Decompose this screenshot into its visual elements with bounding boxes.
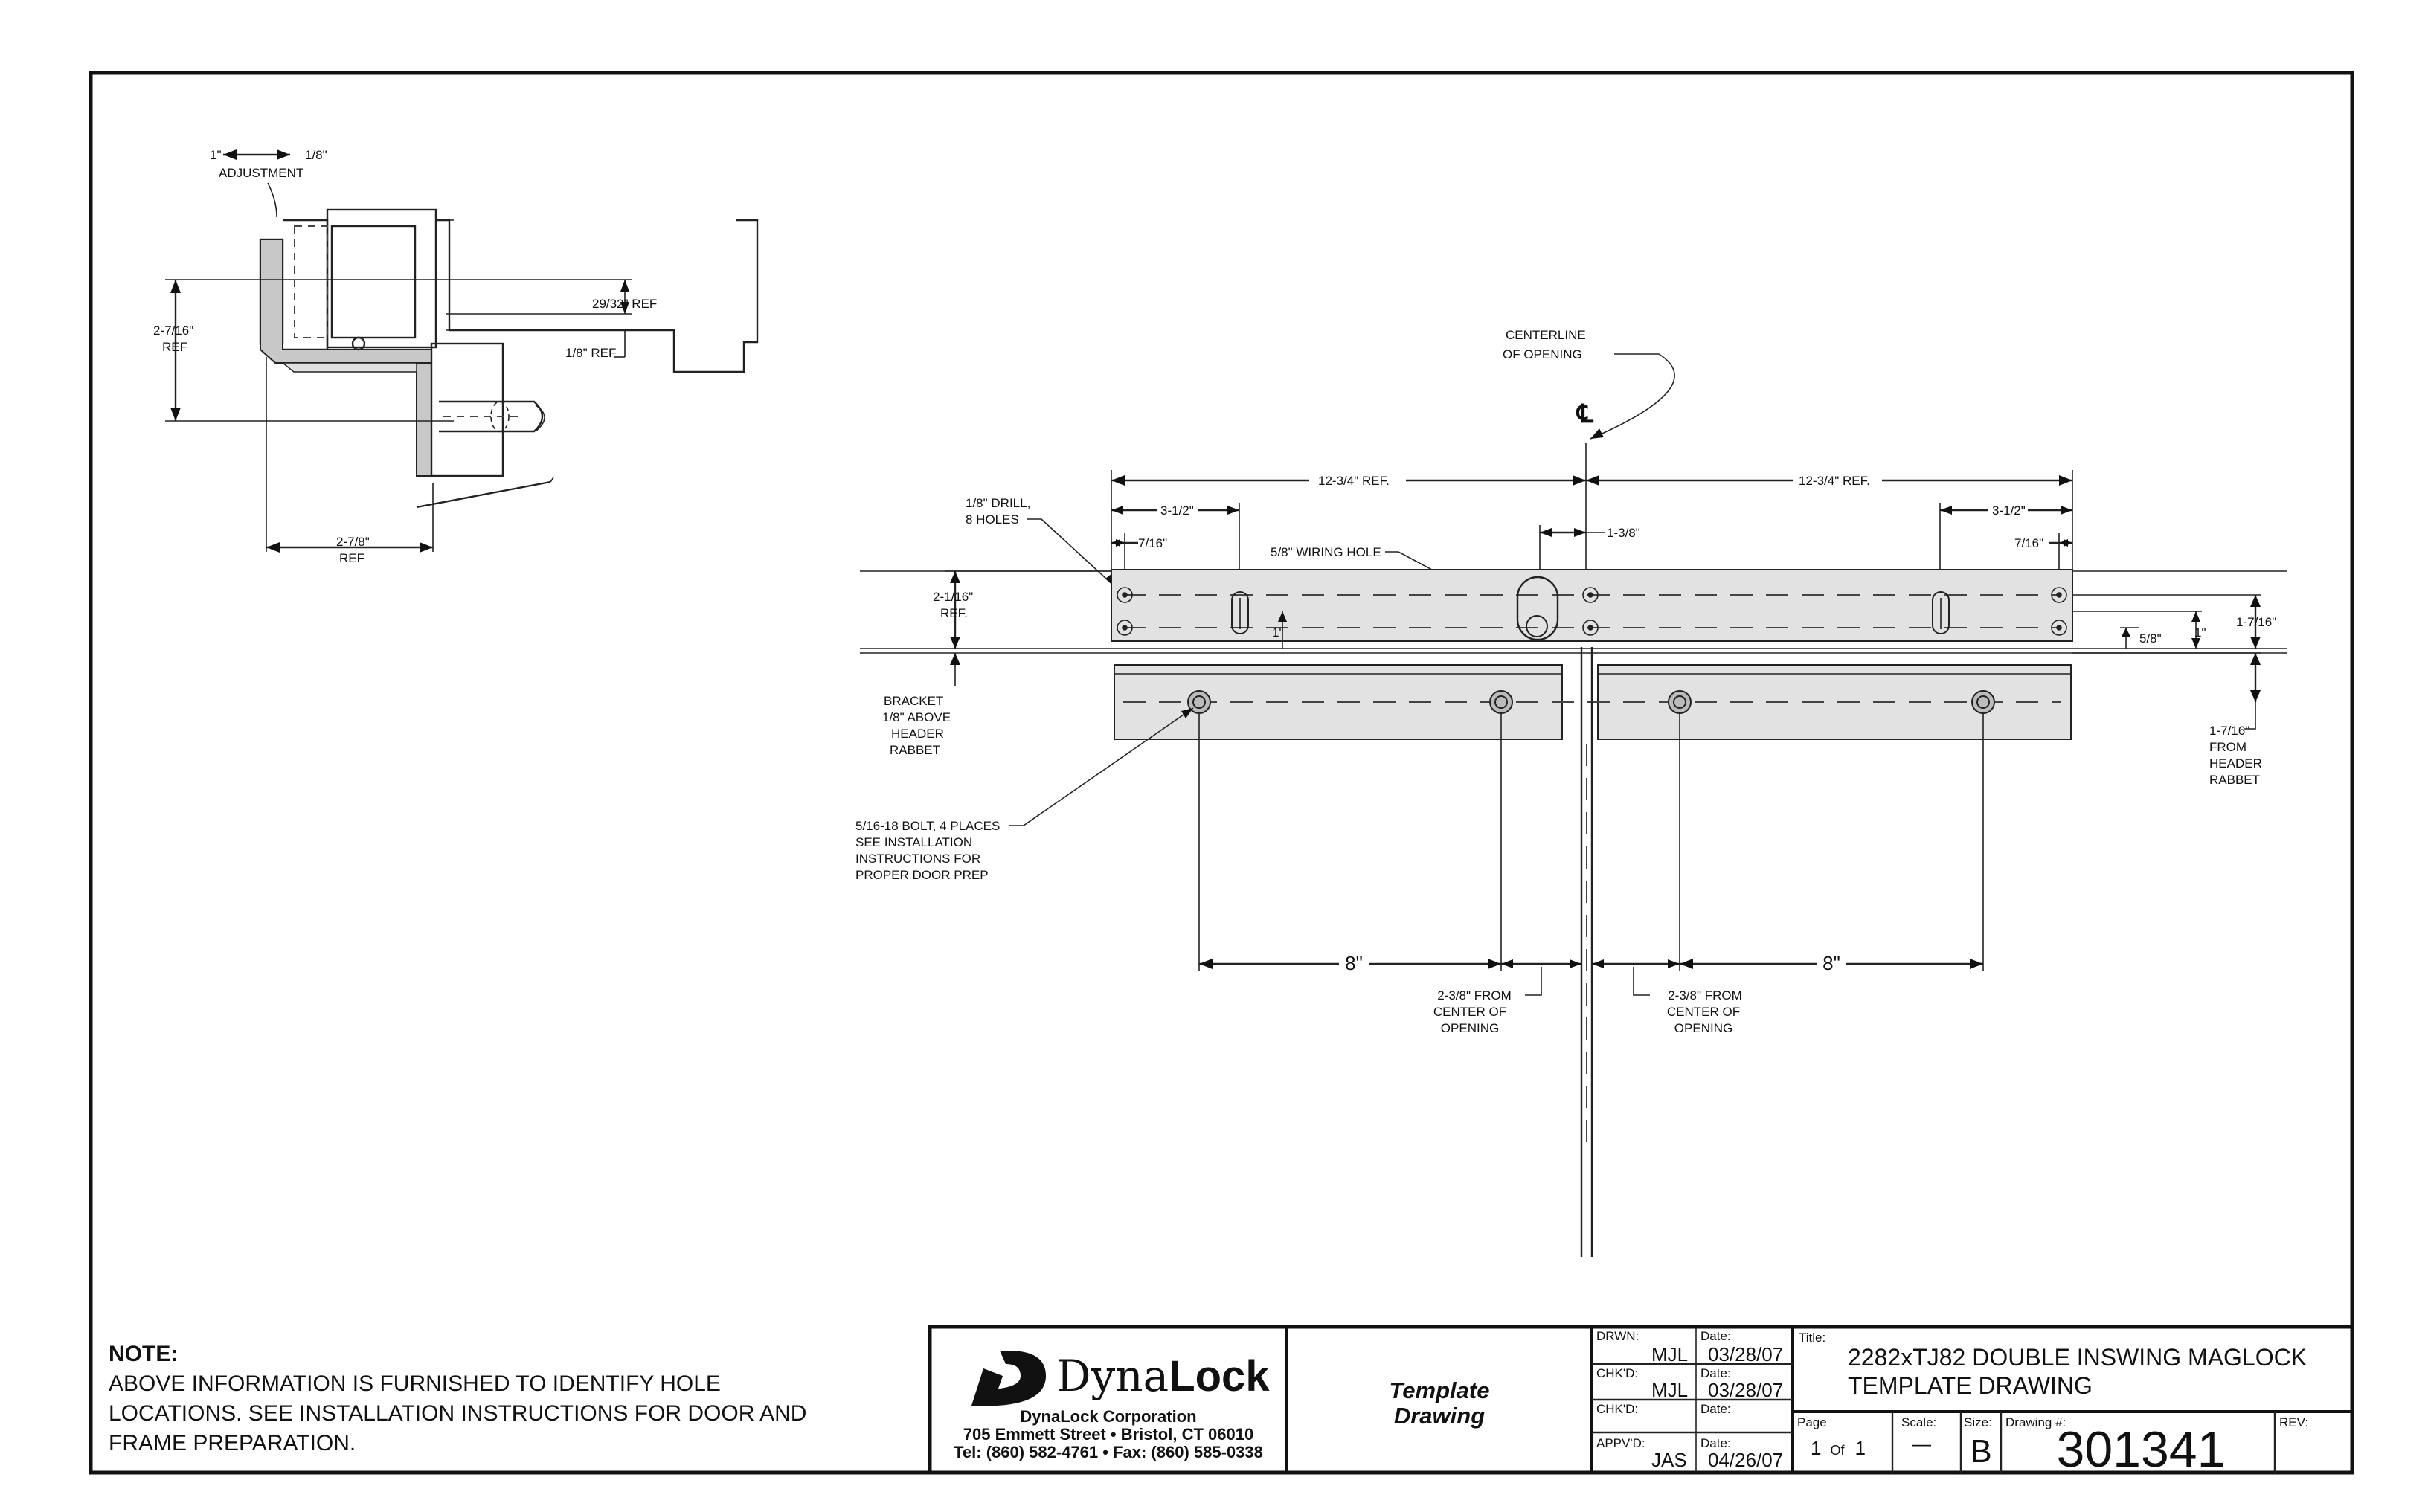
bracket-label-1: BRACKET <box>884 694 943 708</box>
adjust-left-label: 1" <box>210 148 222 162</box>
center-left-label-3: OPENING <box>1441 1021 1499 1035</box>
company-name: DynaLock Corporation <box>1020 1407 1196 1426</box>
chkd-date-1: 03/28/07 <box>1708 1379 1783 1401</box>
header-label-4: RABBET <box>2209 773 2260 787</box>
dim-12-3-4-left: 12-3/4" REF. <box>1318 474 1390 488</box>
dim-2-7-16-label: 2-7/16" <box>153 324 193 338</box>
header-label-3: HEADER <box>2209 756 2262 771</box>
drwn-label: DRWN: <box>1596 1329 1639 1343</box>
centerline-label-2: OF OPENING <box>1503 347 1582 361</box>
company-address: 705 Emmett Street • Bristol, CT 06010 <box>963 1425 1253 1444</box>
center-right-label-2: CENTER OF <box>1667 1005 1740 1019</box>
page-of: Of <box>1830 1443 1845 1458</box>
logo-wordmark-regular: Dyna <box>1056 1351 1169 1401</box>
title-block: DynaLock DynaLock Corporation 705 Emmett… <box>928 1325 2354 1478</box>
note-heading: NOTE: <box>109 1342 178 1366</box>
dim-2-1-16-ref: REF. <box>940 606 968 620</box>
dim-1-inch-left: 1" <box>1272 625 1284 640</box>
appvd-date: 04/26/07 <box>1708 1449 1783 1471</box>
dim-2-1-16-label: 2-1/16" <box>933 590 973 604</box>
page-total: 1 <box>1854 1437 1865 1459</box>
drwn-date: 03/28/07 <box>1708 1343 1783 1365</box>
chkd-value-1: MJL <box>1651 1379 1688 1401</box>
dim-1-7-16: 1-7/16" <box>2236 615 2276 629</box>
section-view: 1" 1/8" ADJUSTMENT <box>153 148 759 565</box>
dim-1-8-ref-label: 1/8" REF <box>565 346 616 360</box>
chkd-label-2: CHK'D: <box>1596 1402 1638 1416</box>
sheet-border <box>89 71 2354 1475</box>
note-block: NOTE: ABOVE INFORMATION IS FURNISHED TO … <box>109 1342 806 1455</box>
chkd-date-label-1: Date: <box>1700 1366 1731 1380</box>
dim-1-3-8: 1-3/8" <box>1607 526 1640 540</box>
wiring-hole-label: 5/8" WIRING HOLE <box>1271 545 1381 559</box>
page-label: Page <box>1797 1415 1827 1429</box>
bolt-label-2: SEE INSTALLATION <box>855 835 972 849</box>
note-line-2: LOCATIONS. SEE INSTALLATION INSTRUCTIONS… <box>109 1401 806 1426</box>
dim-29-32-label: 29/32" REF <box>592 297 657 311</box>
company-phone: Tel: (860) 582-4761 • Fax: (860) 585-033… <box>954 1443 1263 1461</box>
center-left-label-2: CENTER OF <box>1433 1005 1506 1019</box>
rev-label: REV: <box>2279 1415 2308 1429</box>
centerline-label-1: CENTERLINE <box>1506 328 1586 342</box>
dim-2-7-8-ref: REF <box>339 551 364 565</box>
drill-label-2: 8 HOLES <box>966 512 1019 527</box>
drawing-title-line-2: TEMPLATE DRAWING <box>1848 1372 2093 1399</box>
bracket-label-3: HEADER <box>891 727 944 741</box>
scale-value: — <box>1912 1432 1931 1455</box>
dim-5-8: 5/8" <box>2139 631 2162 646</box>
drwn-date-label: Date: <box>1700 1329 1731 1343</box>
center-left-label-1: 2-3/8" FROM <box>1437 988 1512 1003</box>
bolt-label-3: INSTRUCTIONS FOR <box>855 852 980 866</box>
drwn-value: MJL <box>1651 1343 1688 1365</box>
drawing-number-label: Drawing #: <box>2005 1415 2066 1429</box>
adjustment-label: ADJUSTMENT <box>219 166 304 180</box>
centerline-symbol: ℄ <box>1576 400 1594 428</box>
dim-2-7-16-ref: REF <box>162 340 187 354</box>
title-label: Title: <box>1799 1331 1825 1345</box>
template-plan-view: CENTERLINE OF OPENING ℄ 12-3/4" REF. 12-… <box>855 328 2287 1257</box>
dim-3-1-2-right: 3-1/2" <box>1992 504 2026 518</box>
center-right-label-1: 2-3/8" FROM <box>1668 988 1742 1003</box>
logo-wordmark: DynaLock <box>1056 1351 1270 1401</box>
dim-7-16-right: 7/16" <box>2014 536 2043 550</box>
note-line-1: ABOVE INFORMATION IS FURNISHED TO IDENTI… <box>109 1371 721 1396</box>
adjust-right-label: 1/8" <box>305 148 327 162</box>
dim-12-3-4-right: 12-3/4" REF. <box>1799 474 1870 488</box>
drill-label-1: 1/8" DRILL, <box>966 496 1030 510</box>
dim-8-inch-right: 8" <box>1822 952 1840 974</box>
page-number: 1 Of 1 <box>1811 1437 1866 1459</box>
note-line-3: FRAME PREPARATION. <box>109 1431 356 1455</box>
appvd-value: JAS <box>1651 1449 1687 1471</box>
drawing-number: 301341 <box>2057 1421 2226 1478</box>
dim-3-1-2-left: 3-1/2" <box>1160 504 1194 518</box>
drawing-type-line-1: Template <box>1390 1377 1490 1403</box>
chkd-date-label-2: Date: <box>1700 1402 1731 1416</box>
drawing-title-line-1: 2282xTJ82 DOUBLE INSWING MAGLOCK <box>1848 1344 2307 1371</box>
scale-label: Scale: <box>1901 1415 1936 1429</box>
dim-2-7-8-label: 2-7/8" <box>336 535 370 549</box>
header-label-1: 1-7/16" <box>2209 724 2249 738</box>
logo-wordmark-bold: Lock <box>1169 1352 1270 1400</box>
chkd-label-1: CHK'D: <box>1596 1366 1638 1380</box>
header-label-2: FROM <box>2209 740 2246 754</box>
drawing-type-line-2: Drawing <box>1394 1403 1485 1429</box>
bracket-label-4: RABBET <box>890 743 940 757</box>
size-label: Size: <box>1964 1415 1992 1429</box>
dim-7-16-left: 7/16" <box>1138 536 1167 550</box>
bracket-label-2: 1/8" ABOVE <box>882 710 951 724</box>
center-right-label-3: OPENING <box>1674 1021 1732 1035</box>
page-current: 1 <box>1811 1437 1821 1459</box>
bolt-label-4: PROPER DOOR PREP <box>855 868 989 882</box>
dynalock-logo: DynaLock <box>971 1351 1270 1406</box>
dim-8-inch-left: 8" <box>1345 952 1363 974</box>
size-value: B <box>1970 1433 1991 1470</box>
dim-1-inch-right: 1" <box>2194 625 2206 640</box>
appvd-label: APPV'D: <box>1596 1436 1645 1450</box>
bolt-label-1: 5/16-18 BOLT, 4 PLACES <box>855 819 1000 833</box>
appvd-date-label: Date: <box>1700 1436 1731 1450</box>
